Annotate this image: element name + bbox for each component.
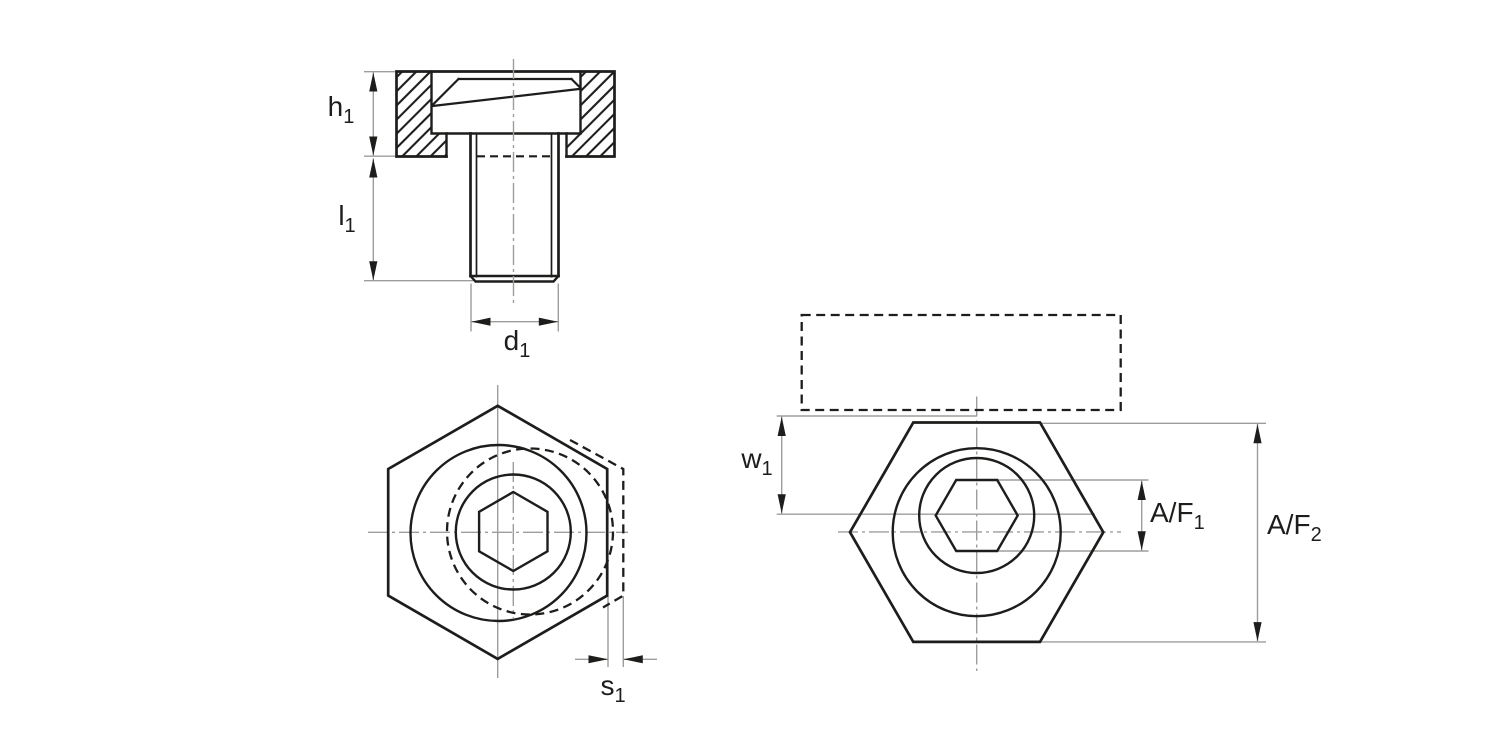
hatch-left <box>396 71 447 157</box>
thread-root-lines <box>475 133 553 278</box>
boss-circle <box>454 473 572 591</box>
view-top-eccentric <box>776 313 1266 671</box>
hatch-right <box>566 71 615 157</box>
extension-lines <box>364 71 559 332</box>
head-recess <box>430 70 582 135</box>
arrow-s1-right <box>623 655 643 664</box>
arrow-af1-bottom <box>1137 531 1146 551</box>
hexagon-outline <box>386 404 609 661</box>
arrow-d1-right <box>538 317 558 326</box>
boss-circle <box>918 456 1036 575</box>
shaft-end-chamfer <box>468 274 561 283</box>
view-front-section <box>364 59 616 332</box>
arrow-h1-bottom <box>369 136 378 156</box>
dim-label-h1: h1 <box>327 91 355 128</box>
arrow-l1-top <box>369 158 378 178</box>
hex-socket <box>934 478 1020 553</box>
arrow-l1-bottom <box>369 261 378 281</box>
arrow-af2-bottom <box>1253 622 1262 642</box>
arrow-h1-top <box>369 72 378 92</box>
dim-label-s1: s1 <box>600 670 626 707</box>
arrow-af2-top <box>1253 424 1262 444</box>
arrow-af1-top <box>1137 480 1146 500</box>
dashed-hexagon-partial <box>569 438 625 609</box>
extension-lines-af2 <box>1038 422 1266 643</box>
flange-circle <box>409 443 588 623</box>
dim-label-l1: l1 <box>338 200 356 237</box>
extension-lines-s1 <box>607 596 624 667</box>
arrow-d1-left <box>471 317 491 326</box>
dim-label-af1: A/F1 <box>1150 497 1205 534</box>
dim-label-w1: w1 <box>741 443 773 480</box>
extension-lines-af1 <box>997 479 1149 552</box>
arrow-w1-top <box>777 416 786 436</box>
clearance-hole <box>445 132 568 158</box>
view-bottom <box>368 385 657 678</box>
hex-socket <box>477 490 549 573</box>
knob-body-section-outline <box>395 70 616 158</box>
flange-circle <box>891 447 1062 618</box>
arrow-s1-left <box>588 655 608 664</box>
shaft-outline <box>469 132 560 278</box>
screw-head <box>430 77 583 108</box>
arrow-w1-bottom <box>777 494 786 514</box>
dim-label-d1: d1 <box>503 325 531 362</box>
hexagon-outline <box>848 421 1105 644</box>
dim-label-af2: A/F2 <box>1267 509 1322 546</box>
dashed-body-rect <box>800 313 1122 412</box>
dashed-flange-circle <box>445 447 615 616</box>
